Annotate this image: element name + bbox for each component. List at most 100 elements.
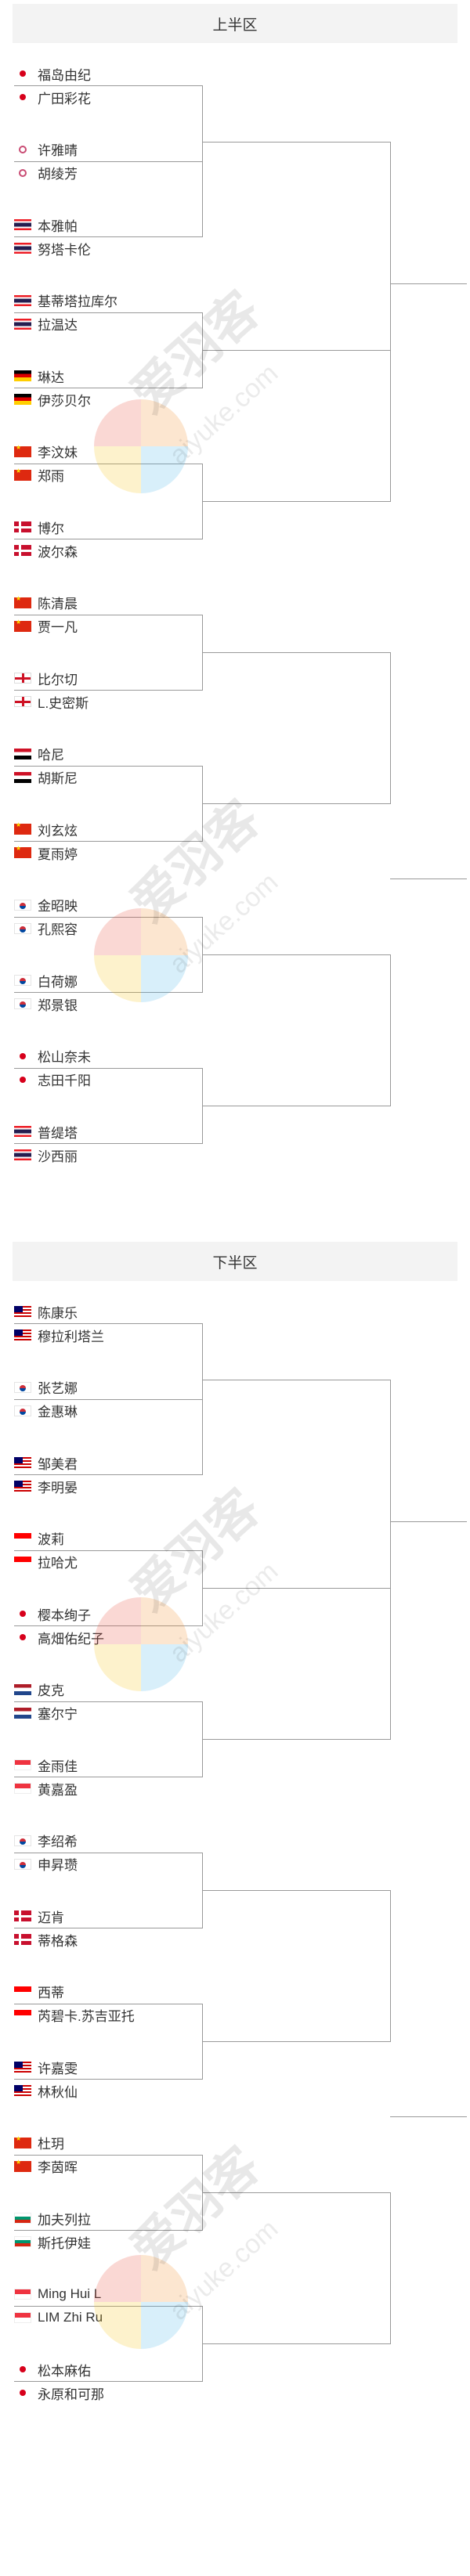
flag-cn-icon — [14, 2159, 31, 2172]
player-entry: 博尔 — [14, 518, 64, 536]
flag-sg-icon — [14, 1783, 31, 1794]
bracket-line — [390, 954, 391, 1106]
player-name: 松本麻佑 — [38, 2363, 91, 2379]
player-name: 哈尼 — [38, 748, 64, 763]
flag-th-icon — [14, 1126, 31, 1137]
player-name: 加夫列拉 — [38, 2212, 91, 2228]
flag-eg-icon — [14, 771, 31, 783]
player-name: 福岛由纪 — [38, 67, 91, 83]
flag-th-icon — [14, 1149, 31, 1160]
flag-kr-icon — [14, 899, 31, 911]
bracket-line — [390, 283, 467, 285]
bracket-line — [14, 1323, 202, 1324]
flag-nl-icon — [14, 1707, 31, 1719]
player-name: 斯托伊娃 — [38, 2235, 91, 2251]
bracket-line — [14, 312, 202, 313]
player-entry: 蒂格森 — [14, 1930, 78, 1949]
player-name: 金雨佳 — [38, 1759, 78, 1774]
bracket-line — [14, 2305, 202, 2307]
bracket-line — [14, 1067, 202, 1069]
bracket-line — [202, 1738, 390, 1740]
player-entry: 郑雨 — [14, 466, 64, 485]
player-entry: 本雅帕 — [14, 215, 78, 234]
player-entry: 志田千阳 — [14, 1070, 91, 1089]
flag-kr-icon — [14, 975, 31, 986]
player-entry: 陈康乐 — [14, 1302, 78, 1321]
bracket-line — [202, 142, 390, 143]
player-entry: 哈尼 — [14, 745, 64, 763]
bracket-line — [14, 85, 202, 86]
bracket-line — [390, 1521, 467, 1523]
upper-half-title: 上半区 — [212, 16, 258, 34]
player-entry: 芮碧卡.苏吉亚托 — [14, 2006, 135, 2025]
bracket-line — [14, 2381, 202, 2382]
player-entry: 拉温达 — [14, 315, 78, 334]
flag-cn-icon — [14, 845, 31, 858]
player-entry: 基蒂塔拉库尔 — [14, 291, 118, 310]
flag-kr-icon — [14, 1405, 31, 1416]
player-name: 金惠琳 — [38, 1405, 78, 1420]
player-name: 波尔森 — [38, 544, 78, 560]
player-entry: 普缇塔 — [14, 1122, 78, 1141]
player-name: 许雅晴 — [38, 143, 78, 158]
flag-jp-icon — [14, 1050, 31, 1062]
watermark-logo-icon — [94, 908, 188, 1002]
flag-id-icon — [14, 1986, 31, 1997]
player-name: 塞尔宁 — [38, 1707, 78, 1722]
player-entry: 孔熙容 — [14, 919, 78, 938]
bracket-line — [202, 2192, 390, 2193]
flag-id-icon — [14, 1556, 31, 1568]
flag-th-icon — [14, 318, 31, 330]
flag-kr-icon — [14, 1858, 31, 1870]
player-entry: 高畑佑纪子 — [14, 1628, 104, 1647]
flag-dk-icon — [14, 1934, 31, 1945]
flag-my-icon — [14, 2085, 31, 2096]
player-name: 博尔 — [38, 521, 64, 536]
player-name: 贾一凡 — [38, 620, 78, 635]
watermark-logo-icon — [94, 1597, 188, 1691]
player-name: 许嘉雯 — [38, 2061, 78, 2076]
player-entry: 波尔森 — [14, 541, 78, 560]
bracket-line — [14, 1550, 202, 1551]
player-name: 林秋仙 — [38, 2084, 78, 2100]
player-name: 陈康乐 — [38, 1305, 78, 1321]
player-entry: 金雨佳 — [14, 1755, 78, 1774]
bracket-line — [202, 1889, 390, 1891]
player-entry: 贾一凡 — [14, 617, 78, 636]
flag-cn-icon — [14, 467, 31, 481]
player-name: 白荷娜 — [38, 974, 78, 990]
player-entry: 西蒂 — [14, 1983, 64, 2001]
player-entry: 夏雨婷 — [14, 843, 78, 862]
player-name: 蒂格森 — [38, 1933, 78, 1949]
player-name: 广田彩花 — [38, 91, 91, 106]
flag-kr-icon — [14, 998, 31, 1009]
player-entry: Ming Hui L — [14, 2285, 101, 2304]
player-name: 杜玥 — [38, 2137, 64, 2152]
flag-en-icon — [14, 696, 31, 707]
flag-cn-icon — [14, 595, 31, 608]
player-entry: 广田彩花 — [14, 88, 91, 106]
player-name: 穆拉利塔兰 — [38, 1329, 104, 1344]
bracket-line — [14, 2154, 202, 2156]
flag-jp-icon — [14, 68, 31, 79]
player-name: 申昇瓒 — [38, 1858, 78, 1873]
player-name: 李明晏 — [38, 1480, 78, 1495]
player-entry: 张艺娜 — [14, 1378, 78, 1397]
player-entry: 塞尔宁 — [14, 1704, 78, 1723]
flag-my-icon — [14, 1457, 31, 1468]
flag-kr-icon — [14, 922, 31, 934]
player-name: 普缇塔 — [38, 1125, 78, 1141]
player-entry: 金惠琳 — [14, 1402, 78, 1420]
player-name: 志田千阳 — [38, 1073, 91, 1088]
player-entry: 陈清晨 — [14, 593, 78, 612]
bracket-line — [390, 1889, 391, 2042]
player-name: 本雅帕 — [38, 218, 78, 234]
player-name: 胡绫芳 — [38, 167, 78, 182]
player-entry: 努塔卡伦 — [14, 239, 91, 258]
bracket-line — [14, 1625, 202, 1626]
flag-kr-icon — [14, 1835, 31, 1846]
player-name: 努塔卡伦 — [38, 242, 91, 258]
flag-cn-icon — [14, 444, 31, 457]
player-name: 比尔切 — [38, 672, 78, 687]
player-name: 皮克 — [38, 1683, 64, 1698]
